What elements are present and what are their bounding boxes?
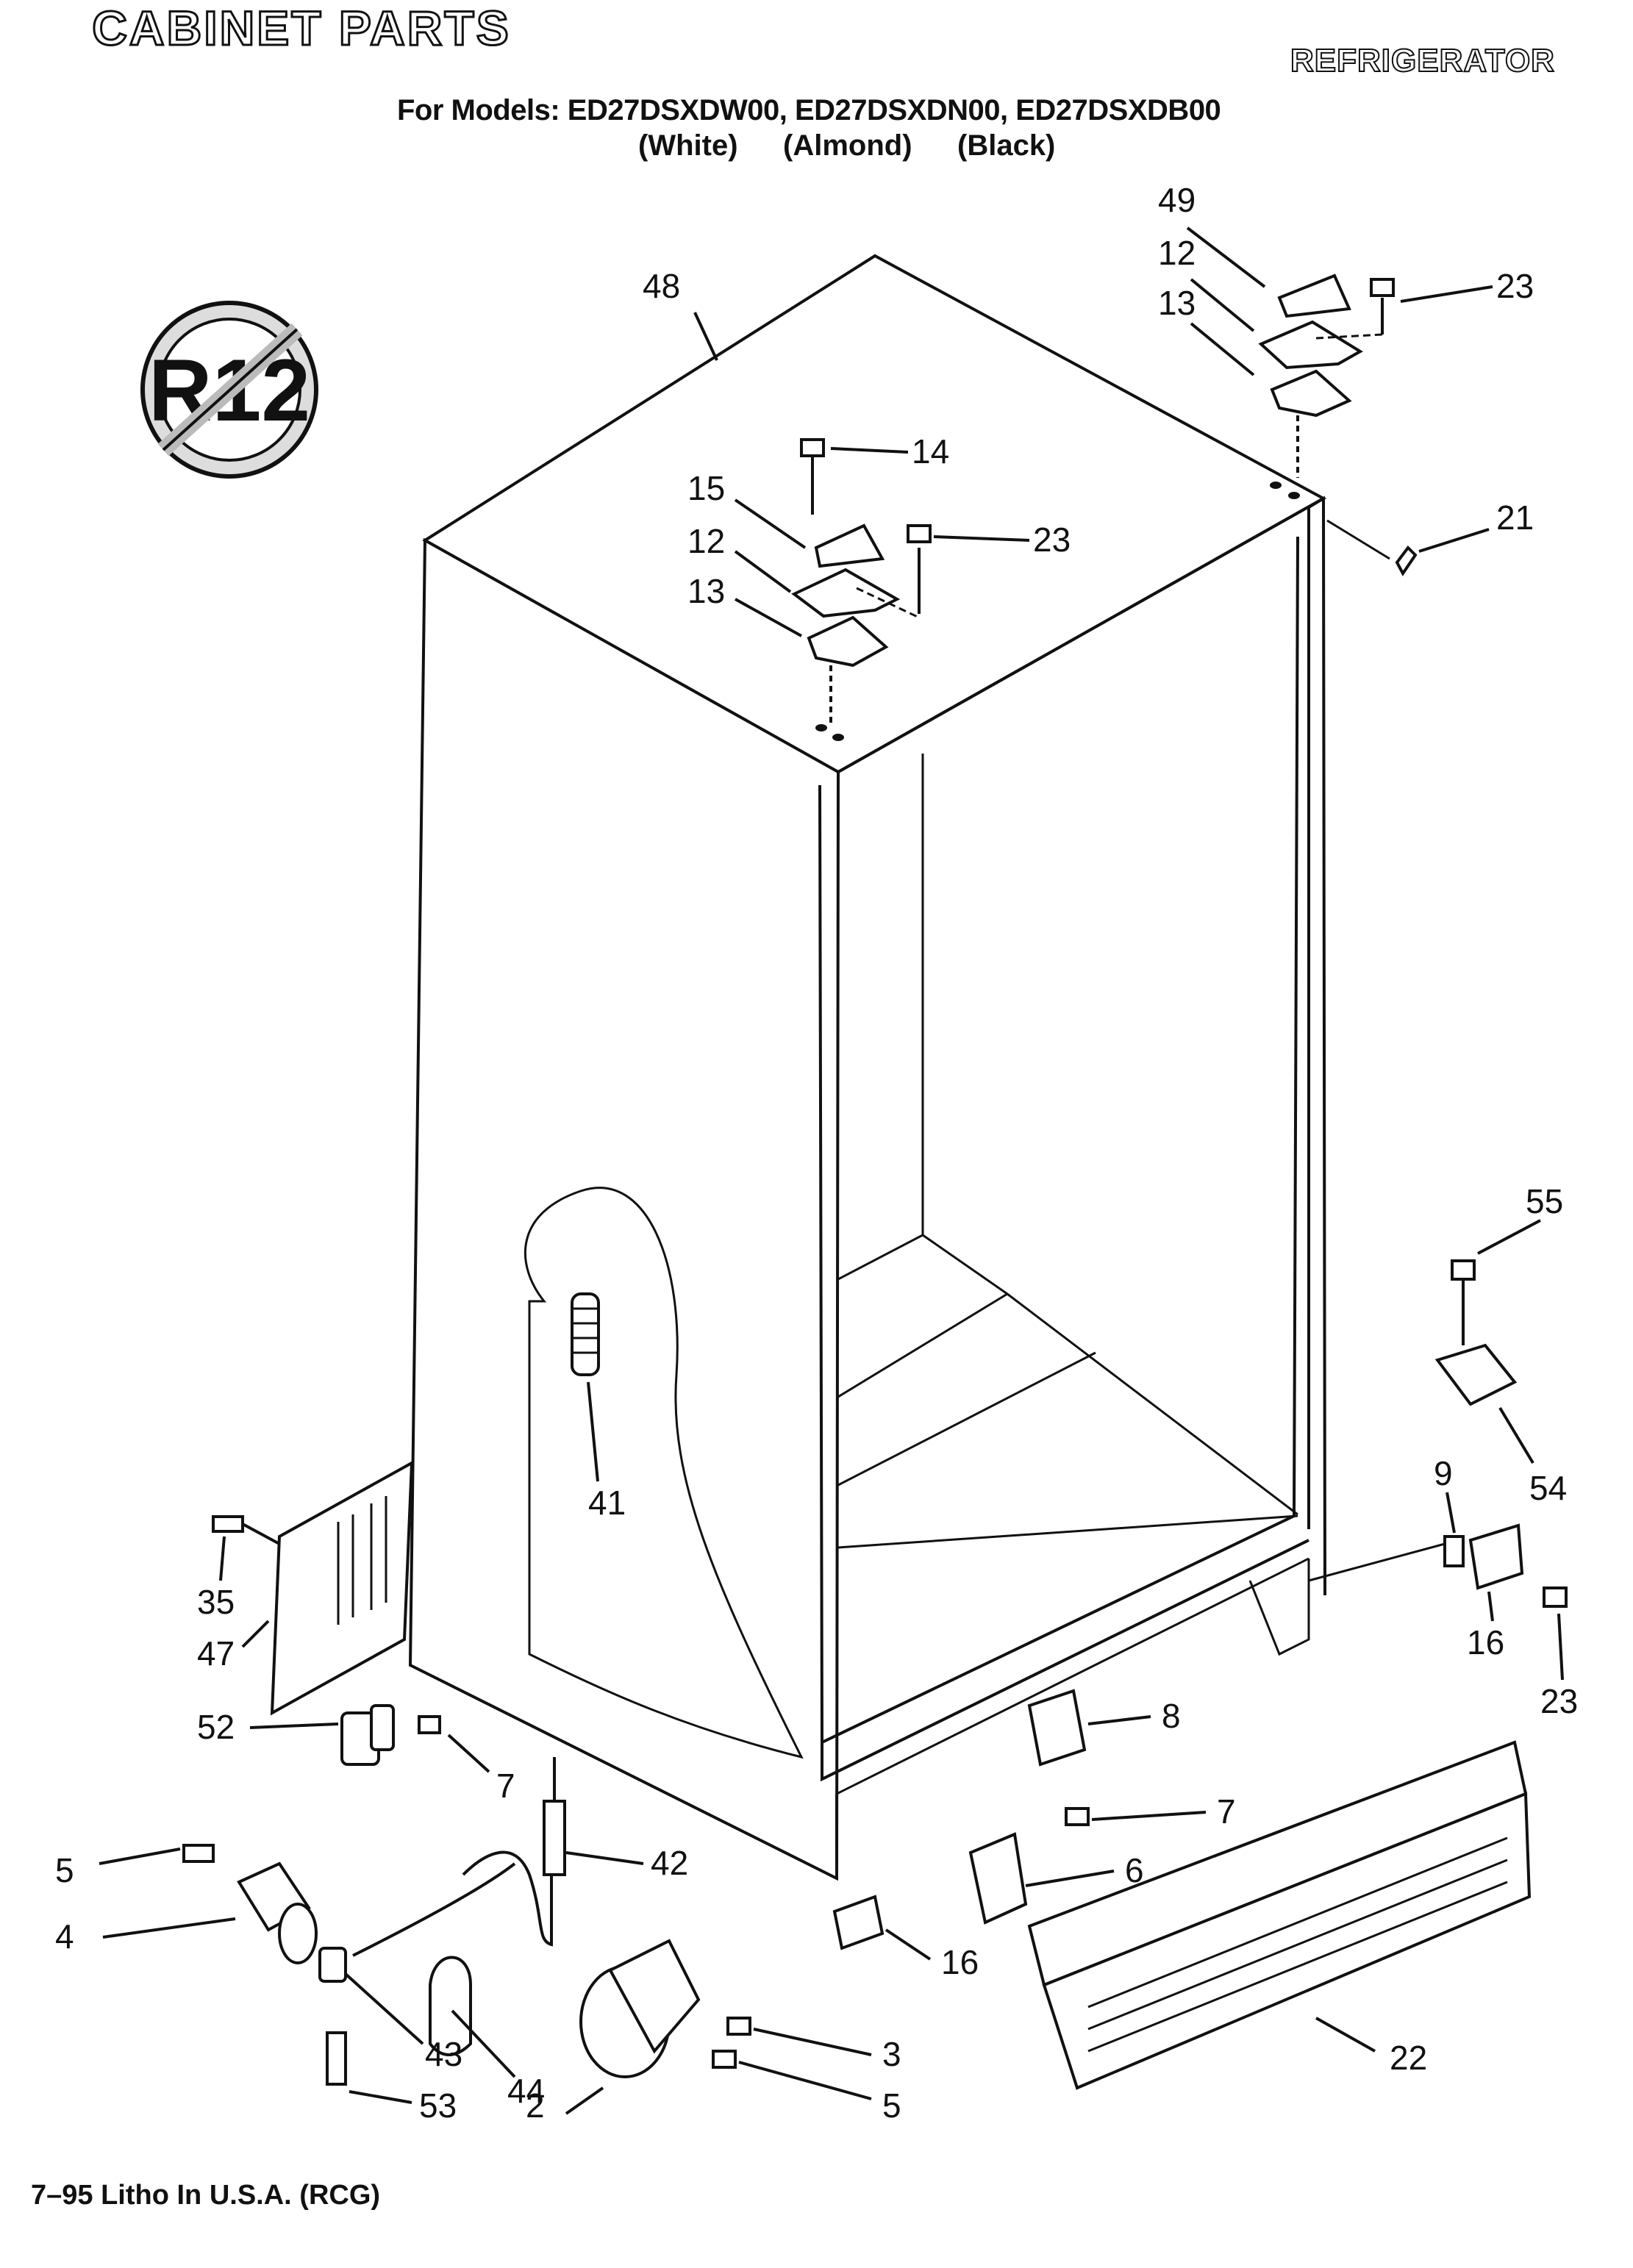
callout-35: 35 [197, 1583, 235, 1621]
callout-5-bottom: 5 [882, 2086, 901, 2125]
callout-16-right: 16 [1467, 1623, 1504, 1661]
callout-13-right: 13 [1158, 284, 1196, 322]
callout-2: 2 [526, 2086, 545, 2125]
back-panel-part-47 [212, 1460, 414, 1716]
callout-52: 52 [197, 1708, 235, 1746]
callout-42: 42 [651, 1844, 688, 1882]
callout-12-center: 12 [687, 522, 725, 560]
tube-part-21 [1395, 545, 1418, 576]
callout-15: 15 [687, 469, 725, 507]
callout-6: 6 [1125, 1851, 1144, 1889]
callout-14: 14 [912, 432, 949, 471]
callout-48: 48 [643, 267, 680, 305]
stop-part-16-bottom [832, 1895, 885, 1950]
callout-16-bottom: 16 [941, 1943, 979, 1981]
category-label: REFRIGERATOR [1290, 42, 1555, 79]
callout-44: 44 [507, 2072, 545, 2110]
callout-9: 9 [1434, 1454, 1453, 1492]
callout-53: 53 [419, 2086, 457, 2125]
screw-part-53 [326, 2031, 347, 2086]
callout-7-right: 7 [1217, 1792, 1236, 1831]
callout-43: 43 [425, 2035, 462, 2073]
grille-part-22 [1027, 1740, 1532, 2090]
no-r12-refrigerant-icon: R12 [140, 301, 318, 479]
callout-12-right: 12 [1158, 234, 1196, 272]
footer-note: 7–95 Litho In U.S.A. (RCG) [31, 2180, 381, 2211]
page-title: CABINET PARTS [91, 0, 511, 57]
color-white: (White) [638, 129, 738, 162]
coil-part-41 [571, 1292, 600, 1376]
callout-8: 8 [1162, 1697, 1181, 1735]
callout-22: 22 [1390, 2039, 1427, 2077]
callout-5-left: 5 [55, 1851, 74, 1889]
callout-23-top: 23 [1496, 267, 1534, 305]
callout-21: 21 [1496, 498, 1534, 537]
roller-part-4 [182, 1844, 318, 1964]
callout-41: 41 [588, 1484, 626, 1522]
screw-part-23-bottom [1543, 1586, 1568, 1608]
callout-49: 49 [1158, 181, 1196, 219]
water-line-part-42 [352, 1757, 566, 1957]
top-hinge-assembly-right [1258, 273, 1395, 478]
clip-part-44 [429, 1956, 472, 2056]
callout-3: 3 [882, 2035, 901, 2073]
stop-part-16-right [1468, 1523, 1524, 1590]
callout-23-center: 23 [1033, 521, 1071, 559]
color-black: (Black) [957, 129, 1056, 162]
callout-7-left: 7 [496, 1767, 515, 1805]
cabinet-body [408, 254, 1327, 1881]
bracket-part-52 [340, 1704, 441, 1766]
callout-47: 47 [197, 1634, 235, 1673]
top-hinge-assembly-center [791, 438, 932, 724]
shim-part-9 [1443, 1535, 1465, 1567]
bracket-part-6 [968, 1807, 1090, 1925]
bracket-part-54 [1434, 1343, 1518, 1406]
callout-leaders [99, 226, 1564, 2115]
callout-4: 4 [55, 1917, 74, 1956]
models-line: For Models: ED27DSXDW00, ED27DSXDN00, ED… [397, 94, 1221, 126]
callout-13-center: 13 [687, 572, 725, 610]
clip-part-43 [318, 1947, 347, 1983]
callout-54: 54 [1529, 1469, 1567, 1507]
screw-part-55 [1451, 1259, 1476, 1281]
hinge-part-2 [579, 1939, 751, 2078]
callout-23-bottom: 23 [1540, 1682, 1578, 1720]
cap-part-8 [1027, 1689, 1087, 1767]
callout-55: 55 [1526, 1182, 1563, 1220]
callout-labels: 48 49 12 13 23 14 15 12 23 13 21 41 55 9… [55, 181, 1578, 2125]
color-almond: (Almond) [783, 129, 912, 162]
